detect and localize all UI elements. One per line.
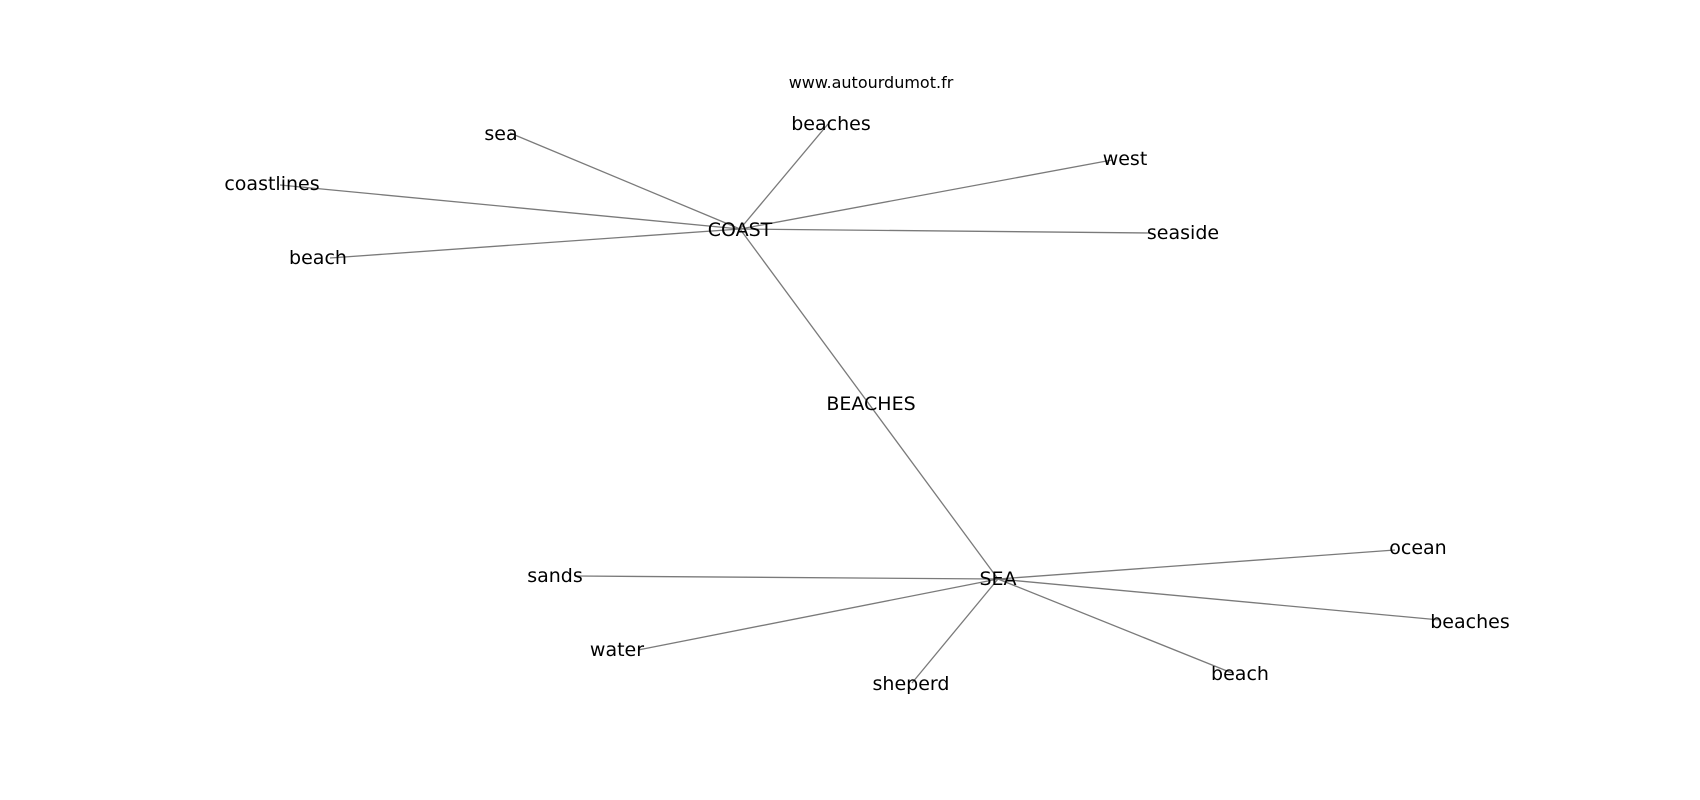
edge-coast-beaches-top — [739, 123, 829, 230]
edge-sea-hub-beach-bottom — [997, 578, 1233, 674]
edge-sea-hub-water — [637, 578, 999, 651]
node-label-beaches-top: beaches — [791, 113, 870, 135]
node-label-water: water — [590, 639, 644, 661]
graph-edges — [279, 123, 1441, 684]
edge-sea-hub-sheperd — [911, 578, 999, 684]
edge-sea-hub-beaches-bottom — [997, 578, 1441, 621]
edge-sea-hub-ocean — [997, 549, 1396, 580]
node-label-sea-hub: SEA — [979, 568, 1016, 590]
edge-coast-seaside — [739, 228, 1151, 234]
node-label-sea: sea — [484, 123, 517, 145]
edge-coast-beach-top — [329, 228, 741, 259]
center-node-label: BEACHES — [826, 393, 915, 415]
node-label-west: west — [1103, 148, 1148, 170]
edge-coast-sea — [509, 132, 741, 230]
edge-coast-sea-hub — [739, 228, 999, 580]
edge-sea-hub-sands — [574, 575, 999, 580]
node-label-coast: COAST — [708, 219, 773, 241]
edge-coast-west — [739, 159, 1113, 230]
node-label-sheperd: sheperd — [873, 673, 950, 695]
node-label-seaside: seaside — [1147, 222, 1219, 244]
node-label-sands: sands — [527, 565, 583, 587]
source-watermark: www.autourdumot.fr — [789, 73, 954, 92]
node-label-beach-top: beach — [289, 247, 347, 269]
node-label-ocean: ocean — [1389, 537, 1446, 559]
edge-coast-coastlines — [279, 184, 741, 230]
node-label-coastlines: coastlines — [224, 173, 319, 195]
node-label-beach-bottom: beach — [1211, 663, 1269, 685]
graph-labels: www.autourdumot.fr BEACHES COAST SEA sea be… — [224, 73, 1509, 695]
node-label-beaches-bottom: beaches — [1430, 611, 1509, 633]
